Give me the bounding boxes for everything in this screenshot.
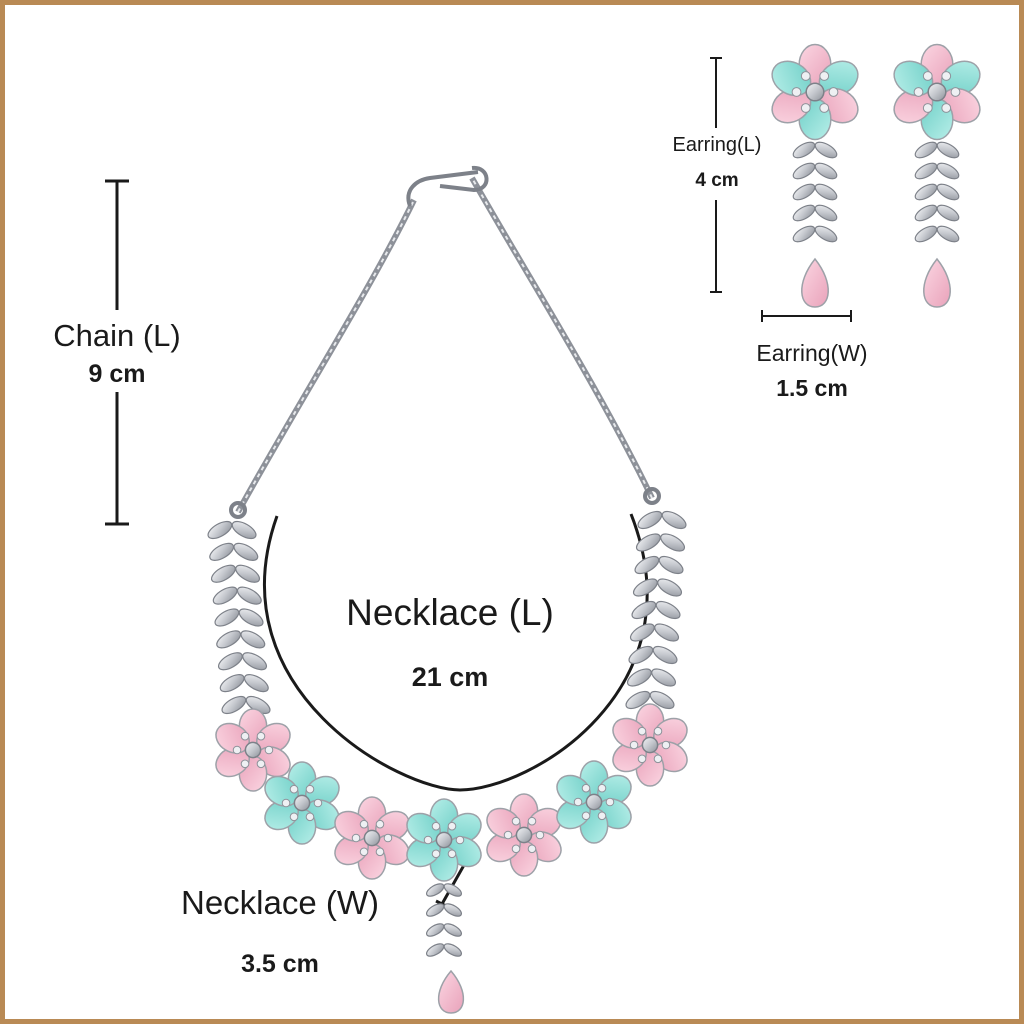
earring-length-value: 4 cm [695, 170, 739, 191]
necklace-leaf-left [216, 630, 266, 649]
pendant-leaf [425, 903, 463, 917]
chain-length-value: 9 cm [88, 360, 146, 388]
necklace-flower [612, 703, 688, 787]
earring-leaf [914, 183, 960, 201]
earring-width-label: Earring(W) [756, 340, 868, 366]
earring-leaf [792, 141, 838, 159]
necklace-leaf-left [210, 564, 261, 583]
necklace-leaf-left [214, 608, 264, 627]
earring-length-guide [710, 57, 722, 293]
earring-leaf [914, 162, 960, 180]
necklace-flower [406, 798, 482, 882]
earring-flower [893, 43, 981, 141]
earring-length-label: Earring(L) [672, 134, 762, 156]
pendant-leaf [425, 883, 463, 897]
necklace-body [207, 510, 688, 1014]
necklace-length-value: 21 cm [411, 662, 489, 692]
earrings [771, 43, 981, 308]
chain-length-guide [105, 179, 129, 526]
necklace-flower [334, 796, 410, 880]
necklace-leaf-right [631, 600, 681, 620]
earring-leaf [792, 183, 838, 201]
necklace-leaf-right [635, 533, 686, 552]
necklace-length-arc [262, 513, 649, 792]
necklace-width-value: 3.5 cm [241, 950, 319, 978]
pendant-drop [437, 969, 465, 1014]
necklace-flower [486, 793, 562, 877]
necklace-leaf-right [629, 623, 680, 642]
necklace-leaf-left [209, 542, 259, 561]
necklace-leaf-right [625, 690, 675, 710]
necklace-chain [235, 176, 655, 514]
earring-flower [771, 43, 859, 141]
necklace-leaf-right [634, 555, 684, 575]
necklace-width-label: Necklace (W) [180, 884, 380, 921]
earring [771, 43, 859, 308]
earring-leaf [792, 225, 838, 243]
earring-leaf [914, 204, 960, 222]
necklace-leaf-right [626, 668, 677, 687]
necklace-leaf-left [217, 652, 268, 671]
necklace-flower [556, 760, 632, 844]
necklace-leaf-right [632, 578, 683, 597]
earring-width-guide [761, 310, 852, 322]
necklace-leaf-left [219, 674, 269, 693]
necklace-leaf-right [637, 510, 687, 530]
earring-leaf [914, 225, 960, 243]
earring-leaf [792, 162, 838, 180]
necklace-leaf-left [207, 520, 257, 540]
earring-leaf [792, 204, 838, 222]
earring-drop [801, 257, 829, 308]
necklace-flower [264, 761, 340, 845]
pendant-leaf [425, 943, 463, 957]
earring-leaf [914, 141, 960, 159]
hook-clasp [229, 165, 661, 519]
earring-width-value: 1.5 cm [776, 375, 848, 401]
necklace-flower [215, 708, 291, 792]
necklace-leaf-right [628, 645, 678, 665]
chain-length-label: Chain (L) [53, 318, 181, 353]
pendant-leaf [425, 923, 463, 937]
necklace-leaf-left [212, 586, 262, 605]
necklace-length-label: Necklace (L) [346, 592, 554, 633]
earring-drop [923, 257, 951, 308]
earring [893, 43, 981, 308]
